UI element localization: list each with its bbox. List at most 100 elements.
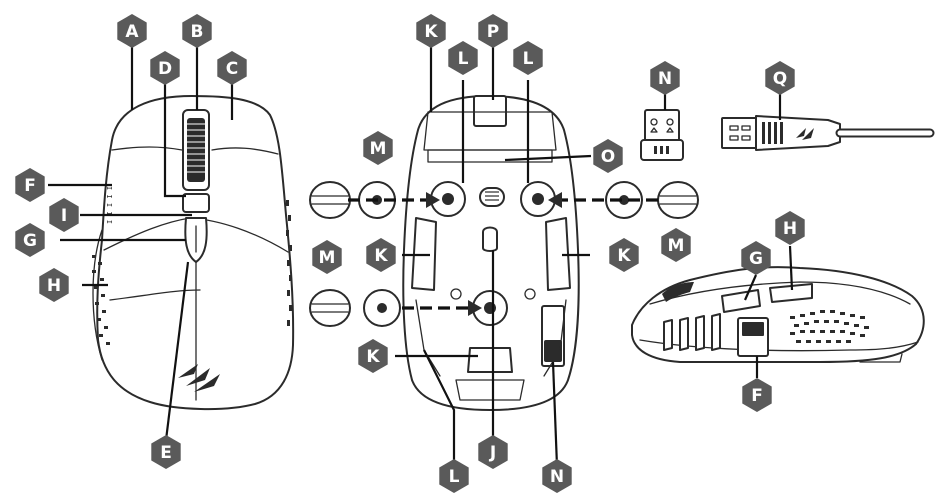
usb-cable-grip: [762, 122, 783, 144]
callout-p: P: [478, 14, 508, 48]
callout-letter: G: [23, 231, 37, 251]
weights-row-top: [309, 181, 699, 219]
callout-letter: Q: [773, 69, 787, 89]
callout-hexagon: [542, 459, 572, 493]
glide-pad-rear: [467, 347, 513, 373]
callout-letter: M: [668, 236, 685, 256]
callout-letter: L: [449, 467, 460, 487]
top-view-left-grip: [92, 229, 110, 361]
side-view-mouse: [631, 266, 925, 363]
callout-letter: O: [601, 147, 615, 167]
callout-letter: M: [319, 248, 336, 268]
arrowhead: [468, 300, 482, 316]
callout-hexagon: [661, 228, 691, 262]
callout-hexagon: [593, 139, 623, 173]
callout-l: L: [513, 41, 543, 75]
arrowhead: [426, 192, 440, 208]
bottom-view-frame: [423, 111, 557, 151]
callout-hexagon: [741, 241, 771, 275]
rear-cable-guide: [455, 379, 525, 401]
callout-e: E: [151, 435, 181, 469]
callout-hexagon: [117, 14, 147, 48]
callout-hexagon: [217, 51, 247, 85]
callout-l: L: [448, 41, 478, 75]
callout-letter: N: [550, 467, 564, 487]
callout-c: C: [217, 51, 247, 85]
callout-letter: F: [24, 176, 36, 196]
callout-hexagon: [513, 41, 543, 75]
side-view-grip-texture: [790, 310, 869, 343]
callout-i: I: [49, 198, 79, 232]
callout-b: B: [182, 14, 212, 48]
usb-cable-plug: [721, 117, 759, 149]
side-view-front-vents: [663, 313, 721, 351]
callout-letter: P: [487, 22, 499, 42]
callout-letter: I: [61, 206, 67, 226]
callout-j: J: [478, 435, 508, 469]
scroll-wheel: [182, 109, 210, 191]
sensor-grill: [485, 191, 499, 201]
callout-f: F: [15, 168, 45, 202]
callout-hexagon: [182, 14, 212, 48]
callout-letter: K: [374, 246, 388, 266]
glide-pad-right: [545, 217, 571, 291]
top-rear-slot: [473, 95, 507, 127]
dpi-indicator-marks: I I I I I: [105, 186, 113, 224]
screw-hole: [450, 288, 462, 300]
callout-letter: H: [47, 276, 61, 296]
callout-m: M: [661, 228, 691, 262]
callout-n: N: [650, 61, 680, 95]
dongle-storage-insert: [544, 340, 562, 362]
top-view-button-seam: [211, 147, 279, 155]
side-button-rear: [769, 283, 813, 303]
callout-letter: C: [226, 59, 238, 79]
callout-hexagon: [363, 131, 393, 165]
callout-hexagon: [765, 61, 795, 95]
weight-disc-stack: [657, 181, 699, 219]
dpi-button: [182, 193, 210, 213]
side-view-body: [631, 266, 925, 363]
corsair-logo-cable: [796, 128, 814, 140]
callout-hexagon: [478, 435, 508, 469]
callout-d: D: [150, 51, 180, 85]
callout-hexagon: [650, 61, 680, 95]
top-view-palm-seam: [109, 289, 201, 301]
callout-m: M: [363, 131, 393, 165]
callout-hexagon: [448, 41, 478, 75]
callout-g: G: [741, 241, 771, 275]
weights-row-bottom: [309, 289, 482, 327]
callout-hexagon: [39, 268, 69, 302]
sniper-button-face: [742, 322, 764, 336]
callout-hexagon: [49, 198, 79, 232]
callout-n: N: [542, 459, 572, 493]
callout-h: H: [775, 211, 805, 245]
weight-disc-stack: [309, 289, 351, 327]
leader-lines: [48, 46, 794, 467]
callout-letter: J: [489, 443, 496, 463]
callout-f: F: [742, 378, 772, 412]
callout-k: K: [416, 14, 446, 48]
callout-l: L: [439, 459, 469, 493]
callout-a: A: [117, 14, 147, 48]
callout-letter: H: [783, 219, 797, 239]
screw-hole: [524, 288, 536, 300]
side-view-rear-foot: [859, 353, 903, 363]
callout-m: M: [312, 240, 342, 274]
callout-hexagon: [15, 168, 45, 202]
top-view-button-seam: [111, 146, 183, 151]
callout-hexagon: [366, 238, 396, 272]
callout-letter: A: [125, 22, 139, 42]
callout-hexagon: [358, 339, 388, 373]
callout-letter: M: [370, 139, 387, 159]
callout-h: H: [39, 268, 69, 302]
callout-letter: E: [160, 443, 172, 463]
bottom-view-body: [402, 95, 580, 411]
callout-letter: B: [191, 22, 204, 42]
top-view-right-grip: [286, 200, 292, 326]
callout-letter: G: [749, 249, 763, 269]
callout-k: K: [609, 238, 639, 272]
callout-hexagon: [775, 211, 805, 245]
